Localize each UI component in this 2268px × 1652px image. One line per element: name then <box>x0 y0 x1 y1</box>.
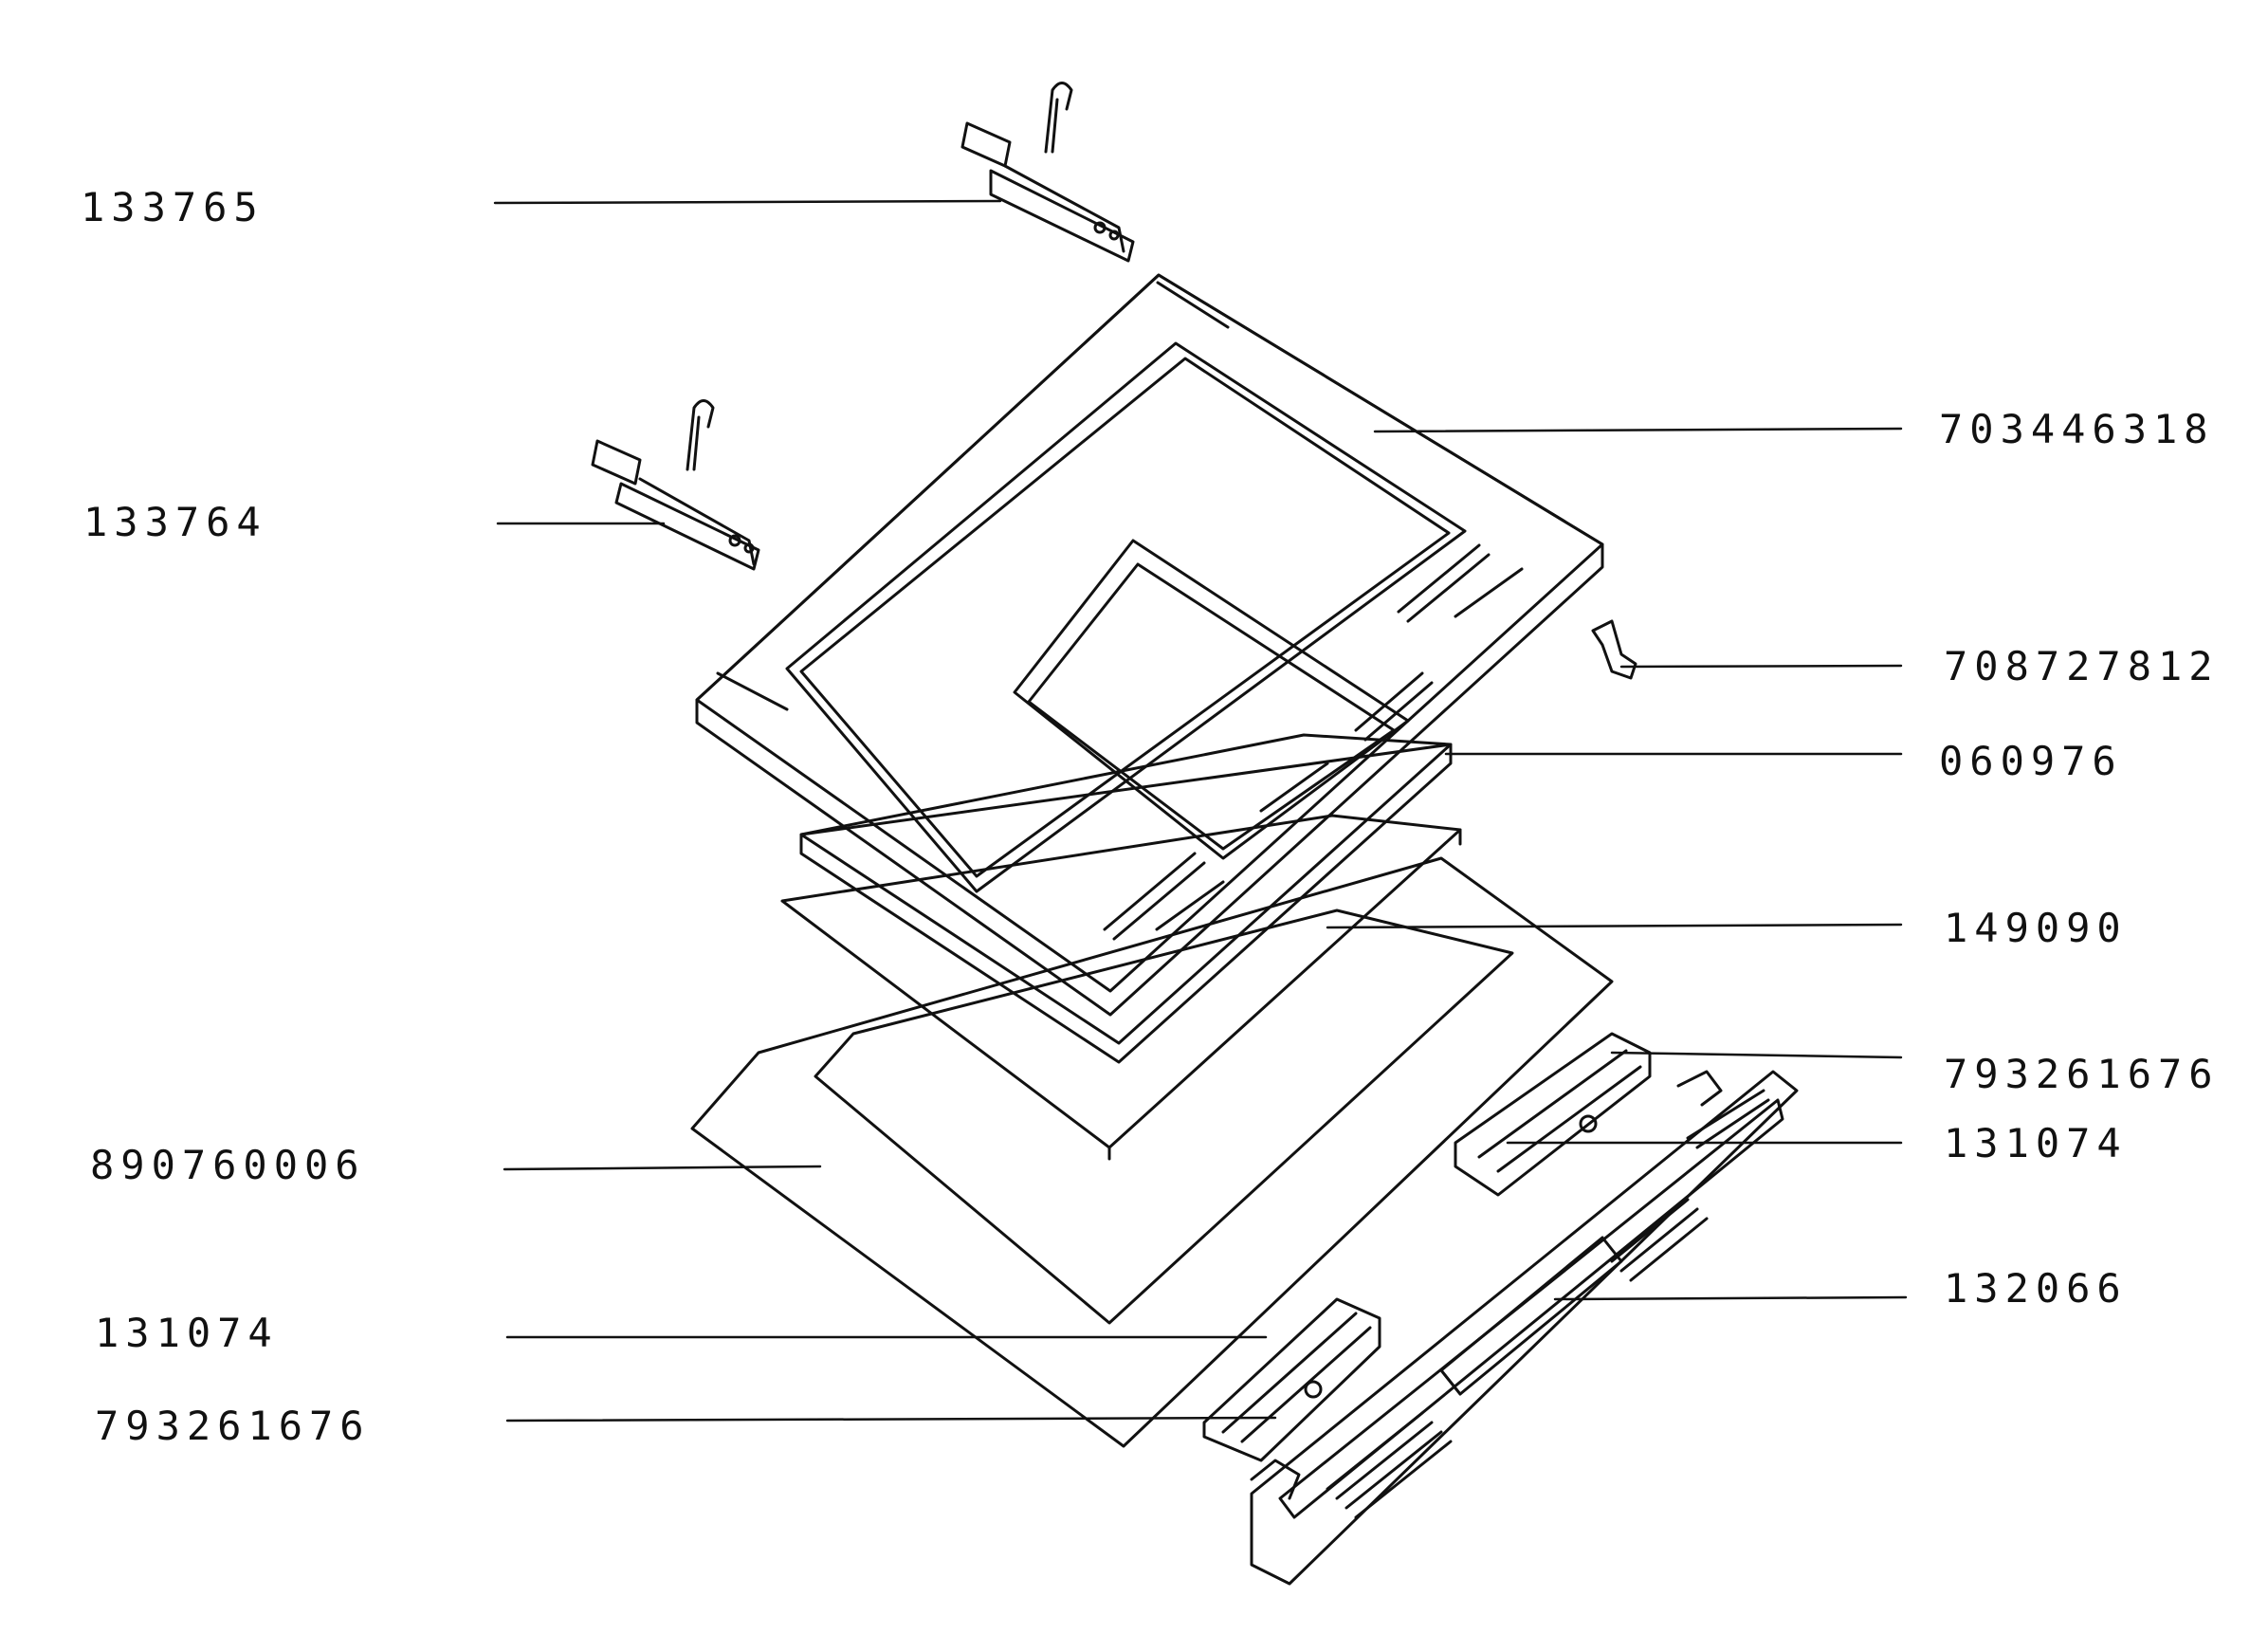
hinge-right-part <box>960 82 1135 263</box>
label-708727812: 708727812 <box>1944 643 2220 689</box>
label-131074-right: 131074 <box>1944 1120 2128 1166</box>
leader-703446318 <box>1373 427 1903 433</box>
label-793261676-left: 793261676 <box>95 1403 371 1449</box>
outer-glass-part <box>690 856 1614 1448</box>
middle-glass-part <box>780 814 1462 1161</box>
clip-part <box>1591 619 1637 680</box>
label-131074-left: 131074 <box>95 1310 279 1356</box>
inner-frame-part <box>799 733 1453 1064</box>
leader-890760006 <box>503 1165 822 1171</box>
label-133764: 133764 <box>83 499 267 545</box>
leader-lines <box>493 199 1908 1423</box>
leader-133765 <box>493 199 1002 205</box>
leader-708727812 <box>1619 664 1903 669</box>
leader-132066 <box>1553 1295 1908 1301</box>
label-793261676-right: 793261676 <box>1944 1051 2220 1097</box>
label-060976: 060976 <box>1939 738 2123 784</box>
bracket-right-part <box>1454 1032 1652 1197</box>
outer-frame-part <box>695 273 1604 1017</box>
leader-793261676-left <box>505 1416 1277 1423</box>
leader-149090 <box>1326 923 1903 929</box>
label-132066: 132066 <box>1944 1265 2128 1312</box>
label-149090: 149090 <box>1944 905 2128 951</box>
label-703446318: 703446318 <box>1939 406 2215 452</box>
bracket-left-part <box>1202 1297 1381 1500</box>
hinge-left-part <box>591 399 760 571</box>
leader-793261676-right <box>1610 1051 1903 1059</box>
handle-strip-part <box>1250 1070 1799 1586</box>
label-890760006: 890760006 <box>90 1142 366 1188</box>
label-133765: 133765 <box>81 184 265 230</box>
